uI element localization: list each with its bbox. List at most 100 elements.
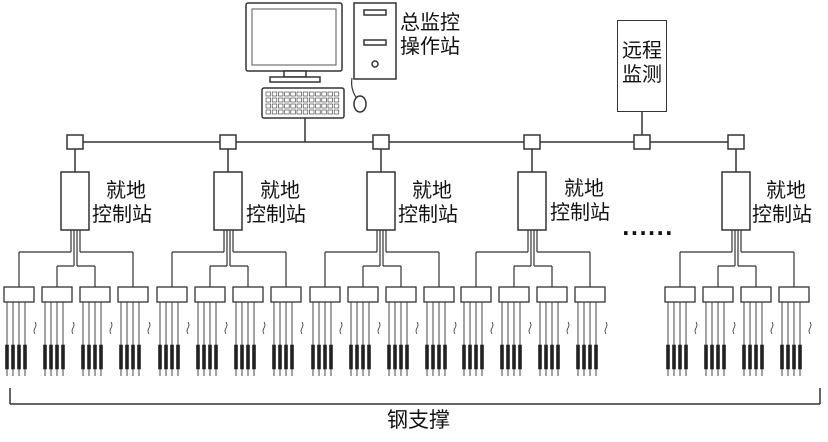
keyboard-key — [265, 97, 271, 103]
station-group — [460, 134, 608, 376]
cable-break-icon — [808, 321, 812, 335]
sensor-gauge — [284, 344, 288, 370]
acquisition-module — [536, 286, 568, 303]
remote-monitor-label: 远程 监测 — [622, 38, 662, 86]
cable-break-icon — [490, 321, 494, 335]
sensor-gauge — [437, 344, 441, 370]
cable-break-icon — [262, 321, 266, 335]
sensor-gauge — [125, 344, 129, 370]
sensor-gauge — [246, 344, 250, 370]
keyboard-key — [284, 103, 290, 109]
acquisition-module — [702, 286, 734, 303]
keyboard-key — [278, 91, 284, 97]
sensor-gauge — [538, 344, 542, 370]
keyboard-key — [321, 103, 327, 109]
sensor-gauge — [506, 344, 510, 370]
sensor-gauge — [405, 344, 409, 370]
sensor-gauge — [594, 344, 598, 370]
keyboard-key — [309, 103, 315, 109]
steel-support-bracket — [9, 388, 821, 405]
sensor-gauge — [49, 344, 53, 370]
sensor-gauge — [468, 344, 472, 370]
keyboard-key — [302, 103, 309, 109]
keyboard-key — [315, 97, 321, 103]
sensor-gauge — [323, 344, 327, 370]
sensor-gauge — [240, 344, 244, 370]
network-switch-node — [66, 134, 84, 150]
local-station-label: 就地 控制站 — [398, 178, 458, 226]
sensor-gauge — [760, 344, 764, 370]
keyboard-key — [296, 103, 302, 109]
cable-break-icon — [71, 321, 75, 335]
computer-icon — [245, 2, 397, 119]
sensor-gauge — [170, 344, 174, 370]
acquisition-module — [270, 286, 302, 303]
acquisition-module — [3, 286, 35, 303]
keyboard-key — [271, 97, 278, 103]
sensor-gauge — [792, 344, 796, 370]
keyboard-key — [333, 91, 340, 97]
keyboard-key — [290, 91, 296, 97]
cable-break-icon — [186, 321, 190, 335]
sensor-gauge — [355, 344, 359, 370]
sensor-gauge — [290, 344, 294, 370]
sensor-gauge — [500, 344, 504, 370]
sensor-gauge — [576, 344, 580, 370]
sensor-gauge — [87, 344, 91, 370]
sensor-gauge — [544, 344, 548, 370]
keyboard-key — [265, 91, 271, 97]
operator-station-line2: 操作站 — [400, 34, 460, 58]
keyboard-key — [290, 103, 296, 109]
sensor-gauge — [425, 344, 429, 370]
sensor-gauge — [252, 344, 256, 370]
acquisition-module — [460, 286, 492, 303]
station-group — [664, 134, 812, 376]
sensor-gauge — [716, 344, 720, 370]
sensor-gauge — [311, 344, 315, 370]
acquisition-module — [347, 286, 379, 303]
sensor-gauge — [317, 344, 321, 370]
cable-break-icon — [377, 321, 381, 335]
sensor-gauge — [55, 344, 59, 370]
cable-break-icon — [109, 321, 113, 335]
sensor-gauge — [272, 344, 276, 370]
acquisition-module — [664, 286, 696, 303]
cable-break-icon — [604, 321, 608, 335]
sensor-gauge — [722, 344, 726, 370]
keyboard-key — [296, 91, 302, 97]
local-station-label: 就地 控制站 — [752, 178, 812, 226]
sensor-gauge — [754, 344, 758, 370]
keyboard-key — [333, 109, 340, 115]
sensor-gauge — [164, 344, 168, 370]
sensor-gauge — [387, 344, 391, 370]
station-group — [156, 134, 304, 376]
sensor-gauge — [678, 344, 682, 370]
local-controller-box — [60, 171, 90, 231]
acquisition-module — [423, 286, 455, 303]
network-switch-node — [727, 134, 745, 150]
sensor-gauge — [480, 344, 484, 370]
keyboard-key — [315, 103, 321, 109]
sensor-gauge — [17, 344, 21, 370]
acquisition-module — [41, 286, 73, 303]
sensor-gauge — [137, 344, 141, 370]
sensor-gauge — [329, 344, 333, 370]
sensor-gauge — [11, 344, 15, 370]
keyboard-key — [327, 109, 333, 115]
keyboard-key — [309, 109, 315, 115]
sensor-gauge — [234, 344, 238, 370]
acquisition-module — [194, 286, 226, 303]
sensor-gauge — [550, 344, 554, 370]
keyboard-key — [327, 91, 333, 97]
acquisition-module — [309, 286, 341, 303]
sensor-gauge — [202, 344, 206, 370]
sensor-gauge — [23, 344, 27, 370]
remote-monitor-line1: 远程 — [622, 38, 662, 62]
keyboard-key — [296, 109, 302, 115]
sensor-gauge — [462, 344, 466, 370]
cable-break-icon — [566, 321, 570, 335]
keyboard-key — [309, 91, 315, 97]
sensor-gauge — [780, 344, 784, 370]
keyboard-key — [302, 109, 309, 115]
keyboard-key — [302, 97, 309, 103]
